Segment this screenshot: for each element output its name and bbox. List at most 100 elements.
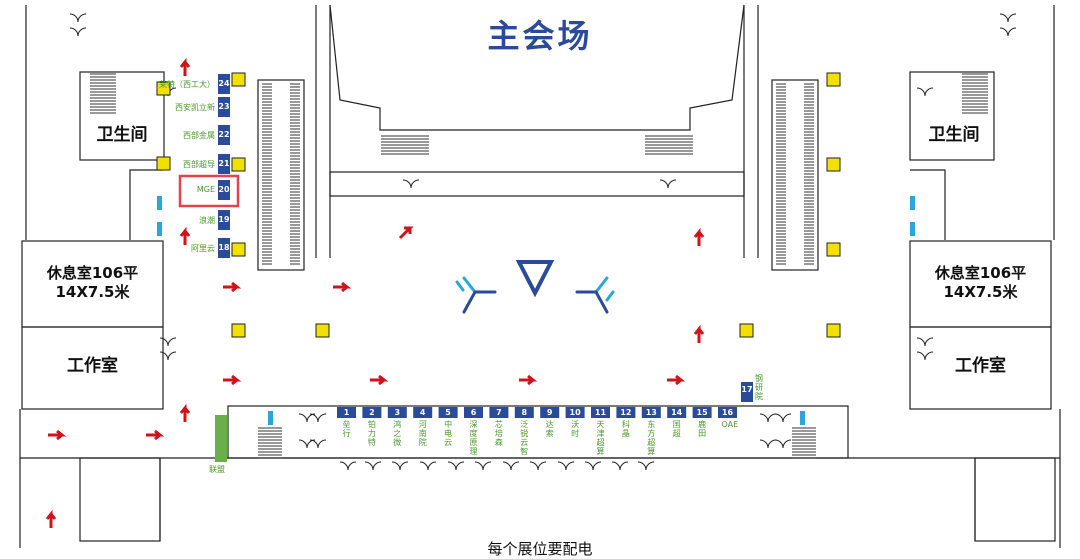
booth-23-box[interactable] xyxy=(218,97,230,117)
booth-3-name: 鸿之微 xyxy=(393,420,402,447)
left-door-marker-2 xyxy=(157,222,162,236)
booth-20-box[interactable] xyxy=(218,180,230,200)
booth-19-box[interactable] xyxy=(218,210,230,230)
booth-20-number: 20 xyxy=(218,185,230,194)
door-arc-17 xyxy=(364,461,382,471)
door-arc-10 xyxy=(402,179,420,189)
booth-21-name: 西部超导 xyxy=(183,160,215,169)
booth-7-name: 芯培森 xyxy=(494,420,503,447)
booth-8-box[interactable] xyxy=(514,407,534,418)
arrow-1 xyxy=(333,281,352,293)
door-arc-26 xyxy=(611,461,629,471)
booth-row-wall xyxy=(227,405,849,459)
door-arc-13 xyxy=(309,413,327,423)
booth-22-box[interactable] xyxy=(218,125,230,145)
door-arc-31 xyxy=(774,439,792,449)
booth-6-name: 深度原理 xyxy=(469,420,478,456)
lounge-right-label-line1: 休息室106平 xyxy=(934,264,1027,282)
logo-left-glyph xyxy=(455,276,497,314)
door-arc-22 xyxy=(502,461,520,471)
door-arc-14 xyxy=(298,439,316,449)
stair-block-1 xyxy=(962,73,988,114)
door-arc-28 xyxy=(759,413,777,423)
door-arc-18 xyxy=(391,461,409,471)
lounge-left-label-line1: 休息室106平 xyxy=(46,264,139,282)
booth-2-box[interactable] xyxy=(362,407,382,418)
door-arc-8 xyxy=(916,337,934,347)
arrow-10 xyxy=(179,57,191,76)
wall-outlines xyxy=(19,4,1061,548)
door-arc-29 xyxy=(774,413,792,423)
booth-1-box[interactable] xyxy=(337,407,356,418)
arrow-13 xyxy=(179,403,191,422)
booth-17-name: 钢研院 xyxy=(755,374,763,401)
booth-5-number: 5 xyxy=(445,408,451,417)
mge-highlight-box xyxy=(178,174,240,208)
booth-5-box[interactable] xyxy=(438,407,458,418)
booth-11-number: 11 xyxy=(594,408,607,417)
booth-8-name: 泛锐云智 xyxy=(520,420,529,456)
arrow-9 xyxy=(693,227,705,246)
logo-right-glyph xyxy=(575,276,615,314)
booth-3-box[interactable] xyxy=(387,407,407,418)
escalator-right xyxy=(771,79,819,271)
stair-block-4 xyxy=(262,83,272,265)
restroom-left-room xyxy=(79,71,165,161)
booth-7-box[interactable] xyxy=(489,407,509,418)
booth-9-box[interactable] xyxy=(540,407,560,418)
booth-17-number: 17 xyxy=(741,385,753,394)
booth-9-name: 达索 xyxy=(545,420,554,438)
studio-left-label: 工作室 xyxy=(67,356,118,376)
door-arc-30 xyxy=(759,439,777,449)
arrow-11 xyxy=(179,226,191,245)
studio-left-room xyxy=(21,326,164,410)
studio-right-label: 工作室 xyxy=(955,356,1006,376)
arrow-8 xyxy=(398,226,414,240)
pillar-8 xyxy=(231,323,246,338)
booth-17-box[interactable] xyxy=(741,382,753,402)
booth-14-number: 14 xyxy=(671,408,683,417)
left-corridor-wall xyxy=(129,169,163,240)
left-door-marker-1 xyxy=(157,196,162,210)
booth-10-box[interactable] xyxy=(565,407,585,418)
booth-6-box[interactable] xyxy=(464,407,483,418)
booth-14-name: 国超 xyxy=(672,420,681,438)
booth-18-number: 18 xyxy=(218,243,230,252)
booth-24-box[interactable] xyxy=(218,74,230,94)
booth-13-box[interactable] xyxy=(641,407,661,418)
alliance-bar xyxy=(215,415,227,462)
booth-24-name: 莱特（西工大） xyxy=(159,80,215,89)
door-arcs xyxy=(69,13,1017,471)
booth-4-name: 河南院 xyxy=(418,420,427,447)
stair-block-5 xyxy=(290,83,300,265)
booth-12-box[interactable] xyxy=(616,407,636,418)
booth-12-name: 科晶 xyxy=(621,420,630,438)
right-door-marker-2 xyxy=(910,222,915,236)
right-door-marker-1 xyxy=(910,196,915,210)
stair-block-0 xyxy=(90,73,116,114)
booth-17[interactable] xyxy=(741,382,753,402)
booth-16-box[interactable] xyxy=(718,407,737,418)
booth-11-box[interactable] xyxy=(591,407,610,418)
door-arc-7 xyxy=(916,87,934,97)
booth-21-box[interactable] xyxy=(218,154,230,174)
right-corridor-wall xyxy=(910,169,946,240)
studio-right-room xyxy=(909,326,1052,410)
main-hall-title: 主会场 xyxy=(487,17,593,55)
booth-14-box[interactable] xyxy=(667,407,687,418)
arrow-7 xyxy=(146,429,165,441)
booth-1-number: 1 xyxy=(343,408,350,417)
restroom-left-label: 卫生间 xyxy=(96,125,148,145)
booth-19-number: 19 xyxy=(218,215,230,224)
stage-outline xyxy=(329,4,745,131)
booth-16-name: OAE xyxy=(721,420,739,429)
door-arc-15 xyxy=(309,439,327,449)
pillar-9 xyxy=(315,323,330,338)
arrow-6 xyxy=(48,429,67,441)
booth-4-box[interactable] xyxy=(413,407,433,418)
booth-18-box[interactable] xyxy=(218,238,230,258)
map-caption: 每个展位要配电 xyxy=(487,540,593,558)
door-arc-27 xyxy=(637,461,655,471)
booth-15-box[interactable] xyxy=(692,407,712,418)
